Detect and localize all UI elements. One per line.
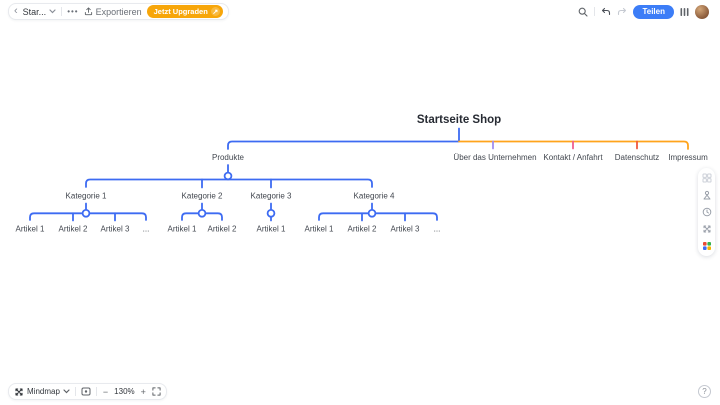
relayout-icon: [703, 225, 710, 233]
help-button[interactable]: ?: [698, 385, 711, 398]
more-dots: •••: [67, 7, 79, 16]
user-avatar[interactable]: [695, 4, 709, 19]
node-ueber-das-unternehmen[interactable]: Über das Unternehmen: [453, 153, 536, 162]
chevron-down-icon: [63, 389, 70, 394]
node-kontakt-anfahrt[interactable]: Kontakt / Anfahrt: [543, 153, 603, 162]
group4-bracket-line: [318, 212, 438, 221]
node-kategorie-2[interactable]: Kategorie 2: [182, 192, 223, 201]
toolbar-left: ‹ Star... ••• Exportieren Jetzt Upgraden…: [8, 3, 229, 20]
upgrade-button[interactable]: Jetzt Upgraden ↗: [146, 5, 223, 18]
minimap-icon: [81, 387, 91, 396]
minimap-button[interactable]: [81, 387, 91, 396]
divider: [74, 387, 76, 396]
export-icon: [84, 7, 92, 16]
zoom-level[interactable]: 130%: [114, 387, 135, 396]
export-button[interactable]: Exportieren: [84, 7, 142, 17]
mindmap-mode-icon: [15, 387, 23, 396]
divider: [61, 7, 63, 16]
kategorie2-toggle-circle[interactable]: [197, 209, 207, 218]
produkte-toggle-circle[interactable]: [223, 171, 233, 181]
chevron-down-icon: [49, 9, 56, 14]
zoom-out-button[interactable]: −: [102, 386, 109, 397]
frames-button[interactable]: [702, 173, 712, 183]
integrations-button[interactable]: [702, 241, 712, 251]
node-artikel[interactable]: Artikel 2: [59, 225, 88, 234]
node-impressum[interactable]: Impressum: [668, 153, 708, 162]
frames-icon: [702, 173, 711, 183]
apps-grid-icon: [680, 7, 689, 16]
branch-line-produkte: [227, 140, 460, 150]
node-artikel[interactable]: Artikel 2: [208, 225, 237, 234]
branch-line-right: [458, 140, 689, 150]
node-kategorie-1[interactable]: Kategorie 1: [66, 192, 107, 201]
node-artikel[interactable]: Artikel 1: [257, 225, 286, 234]
upgrade-label: Jetzt Upgraden: [153, 7, 208, 16]
history-icon: [702, 207, 711, 217]
upgrade-arrow-icon: ↗: [210, 7, 220, 16]
back-button[interactable]: ‹: [14, 6, 18, 17]
presenter-icon: [703, 190, 710, 200]
node-artikel[interactable]: Artikel 1: [168, 225, 197, 234]
zoom-in-button[interactable]: +: [140, 386, 146, 397]
more-button[interactable]: •••: [67, 7, 78, 16]
kategorie4-toggle-circle[interactable]: [367, 209, 377, 218]
mindmap-root-node[interactable]: Startseite Shop: [417, 114, 501, 126]
undo-button[interactable]: [601, 7, 611, 16]
side-toolbar: [698, 168, 715, 256]
node-kategorie-3[interactable]: Kategorie 3: [251, 192, 292, 201]
bottom-toolbar: Mindmap − 130% +: [8, 383, 167, 400]
node-artikel[interactable]: Artikel 1: [16, 225, 45, 234]
undo-icon: [602, 7, 611, 16]
divider: [95, 387, 97, 396]
node-produkte[interactable]: Produkte: [212, 153, 245, 162]
node-ellipsis[interactable]: ...: [143, 225, 150, 234]
apps-grid-button[interactable]: [680, 7, 689, 17]
integrations-icon: [702, 242, 711, 250]
chevron-left-icon: ‹: [14, 5, 18, 17]
search-icon: [579, 7, 589, 17]
kategorie3-toggle-circle[interactable]: [266, 209, 276, 218]
share-button[interactable]: Teilen: [633, 4, 674, 19]
node-artikel[interactable]: Artikel 3: [391, 225, 420, 234]
toolbar-right: Teilen: [573, 3, 714, 20]
layout-mode-label: Mindmap: [27, 387, 60, 396]
history-button[interactable]: [702, 207, 712, 217]
node-datenschutz[interactable]: Datenschutz: [615, 153, 659, 162]
search-button[interactable]: [578, 7, 589, 17]
layout-mode-button[interactable]: Mindmap: [14, 387, 70, 397]
kategorien-bracket-line: [85, 178, 373, 188]
presenter-button[interactable]: [702, 190, 712, 200]
redo-icon: [618, 7, 627, 16]
node-artikel[interactable]: Artikel 1: [305, 225, 334, 234]
node-artikel[interactable]: Artikel 3: [101, 225, 130, 234]
export-label: Exportieren: [95, 6, 142, 17]
fit-screen-icon: [152, 387, 161, 396]
board-title: Star...: [22, 6, 47, 17]
fit-screen-button[interactable]: [152, 387, 161, 396]
divider: [594, 7, 596, 16]
board-title-button[interactable]: Star...: [23, 7, 57, 17]
node-artikel[interactable]: Artikel 2: [348, 225, 377, 234]
kategorie1-toggle-circle[interactable]: [81, 209, 91, 218]
redo-button[interactable]: [617, 7, 627, 16]
node-ellipsis[interactable]: ...: [434, 225, 441, 234]
relayout-button[interactable]: [702, 224, 712, 234]
node-kategorie-4[interactable]: Kategorie 4: [354, 192, 395, 201]
